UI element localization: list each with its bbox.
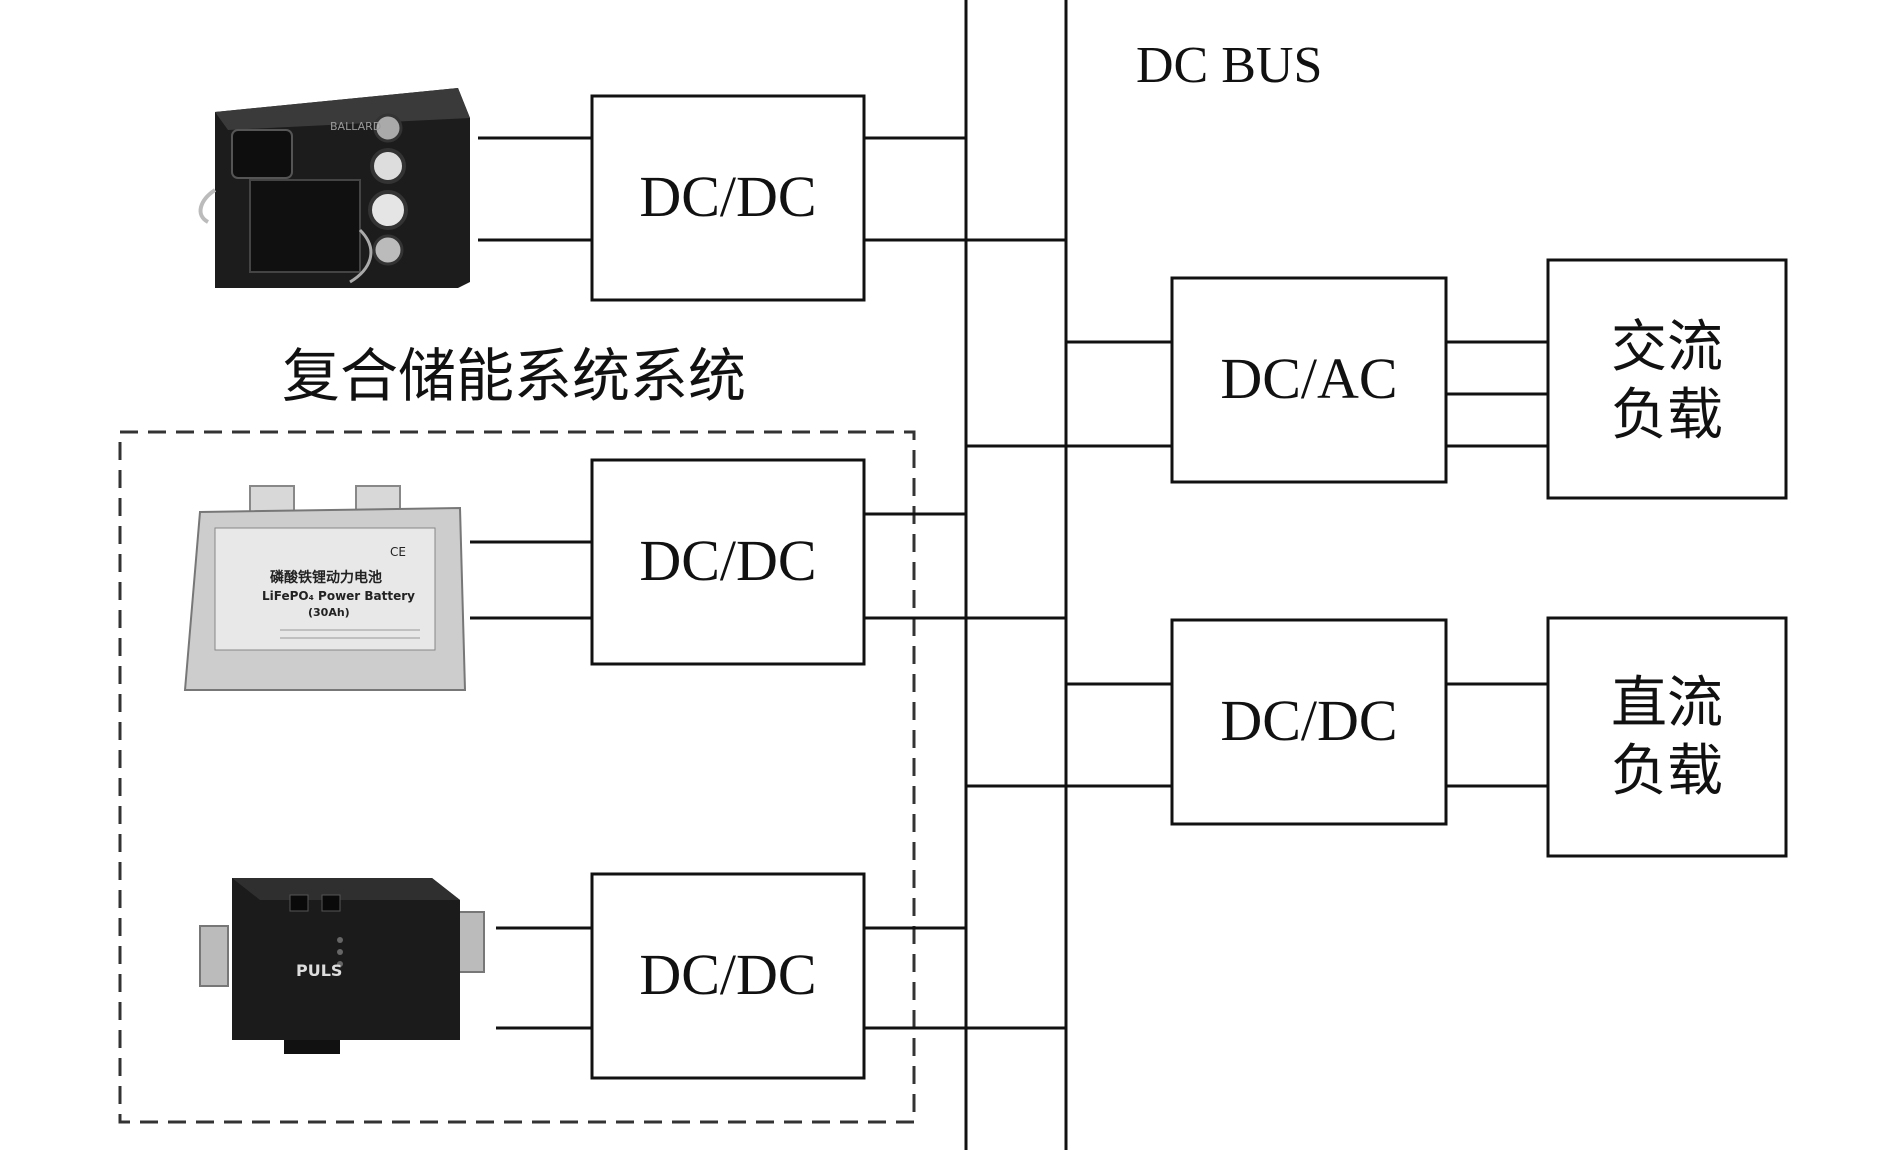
storage-group-label: 复合储能系统系统 [282,342,746,410]
battery-wires [470,540,592,620]
dc-load-label-line1: 直流 [1611,671,1723,736]
fuel-cell-image: BALLARD [198,88,470,288]
supercap-dcdc-label: DC/DC [639,942,816,1007]
ac-branch-bus-wires [966,340,1172,448]
fuel-cell-brand: BALLARD [330,120,381,133]
ac-load-wires [1446,340,1548,448]
battery-bus-wires [864,512,1066,620]
battery-name-en: LiFePO₄ Power Battery [262,589,415,603]
ac-load-box [1546,258,1788,500]
dcac-label: DC/AC [1220,346,1397,411]
storage-group-border [118,430,916,1124]
fuel-cell-wires [478,136,592,242]
dc-bus [964,0,1068,1150]
battery-capacity: (30Ah) [308,606,350,619]
dc-load-dcdc-box [1170,618,1448,826]
dc-bus-label: DC BUS [1136,37,1322,94]
dc-load-wires [1446,682,1548,788]
supercap-bus-wires [864,926,1066,1030]
ac-load-label-line2: 负载 [1611,383,1723,448]
dc-load-label-line2: 负载 [1611,739,1723,804]
supercap-wires [496,926,592,1030]
fuel-cell-bus-wires [864,136,1066,242]
battery-dcdc-label: DC/DC [639,528,816,593]
battery-dcdc-box [590,458,866,666]
supercap-dcdc-box [590,872,866,1080]
ac-load-label-line1: 交流 [1611,315,1723,380]
battery-ce-mark: CE [390,545,406,559]
dc-load-dcdc-label: DC/DC [1220,688,1397,753]
battery-image: 磷酸铁锂动力电池 LiFePO₄ Power Battery (30Ah) CE [183,485,467,691]
dcac-box [1170,276,1448,484]
dc-branch-bus-wires [966,682,1172,788]
fuel-cell-dcdc-label: DC/DC [639,164,816,229]
supercap-image: PULS [199,878,485,1054]
dc-load-box [1546,616,1788,858]
battery-name-cn: 磷酸铁锂动力电池 [270,569,382,586]
fuel-cell-dcdc-box [590,94,866,302]
supercap-brand: PULS [296,961,342,980]
